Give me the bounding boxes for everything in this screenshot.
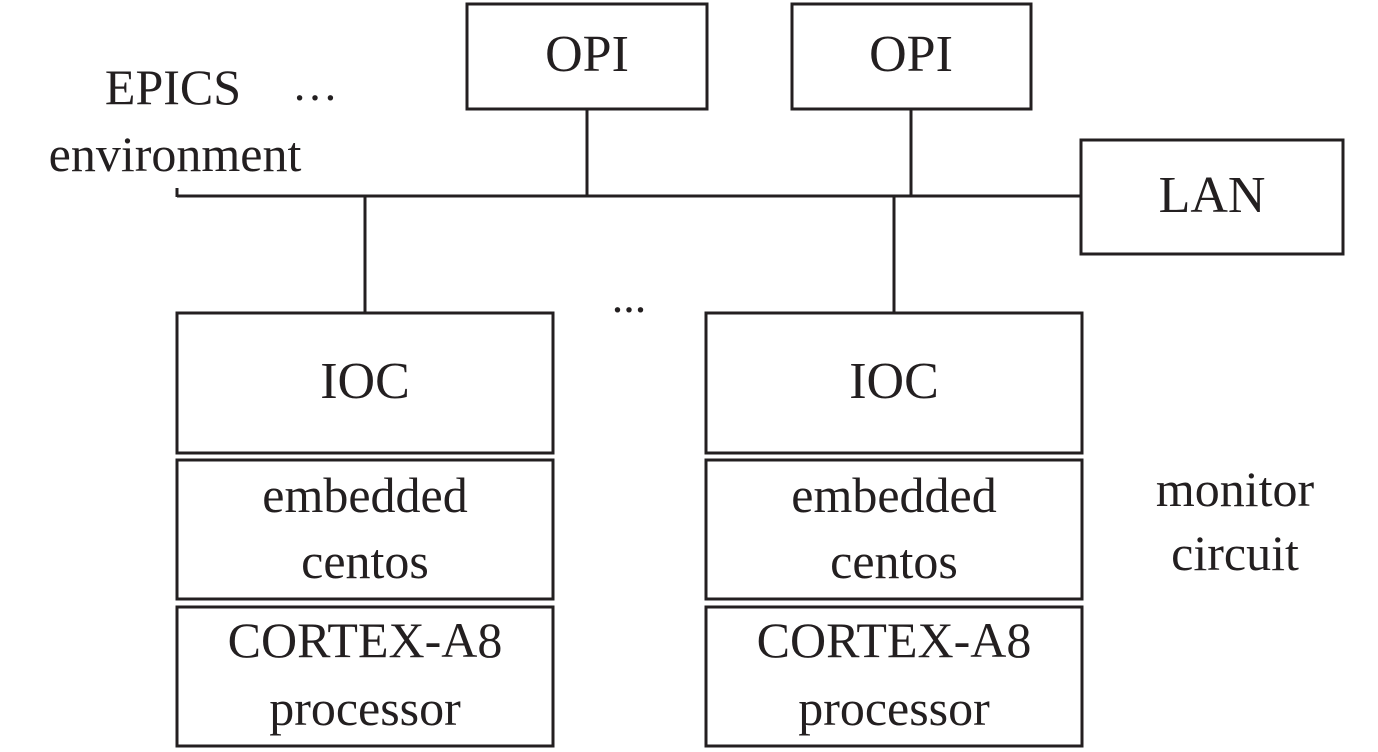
monitor-label: monitor [1156,461,1315,517]
os-2-line2: centos [830,533,958,589]
ioc-1-box [175,311,555,455]
circuit-label: circuit [1171,525,1299,581]
lan-box [1079,138,1345,256]
ioc-2-label: IOC [849,353,939,410]
opi-2-label: OPI [869,26,953,83]
cpu-2-box [704,605,1084,748]
epics-ellipsis: … [292,59,338,110]
lan-label: LAN [1159,167,1266,224]
epics-label: EPICS [105,59,241,115]
opi-1-box [465,2,709,111]
cpu-1-box [175,605,555,748]
monitor-circuit-label: monitor circuit [1156,461,1315,581]
cpu-1-line2: processor [269,680,461,736]
environment-label: environment [49,126,302,182]
os-1-box [175,458,555,601]
epics-environment-label: EPICS … environment [49,59,338,182]
opi-node-1: OPI [465,2,709,196]
cpu-2-line2: processor [798,680,990,736]
os-2-box [704,458,1084,601]
cpu-2-line1: CORTEX-A8 [757,612,1032,668]
lan-node: LAN [1079,138,1345,256]
ioc-ellipsis: ... [612,271,647,322]
cpu-1-line1: CORTEX-A8 [228,612,503,668]
opi-2-box [790,2,1033,111]
ioc-stack-2: IOC embedded centos CORTEX-A8 processor [704,311,1084,748]
os-2-line1: embedded [791,467,996,523]
opi-node-2: OPI [790,2,1033,196]
os-1-line1: embedded [262,467,467,523]
os-1-line2: centos [301,533,429,589]
ioc-2-box [704,311,1084,455]
ioc-1-label: IOC [320,353,410,410]
ioc-stack-1: IOC embedded centos CORTEX-A8 processor [175,311,555,748]
opi-1-label: OPI [545,26,629,83]
